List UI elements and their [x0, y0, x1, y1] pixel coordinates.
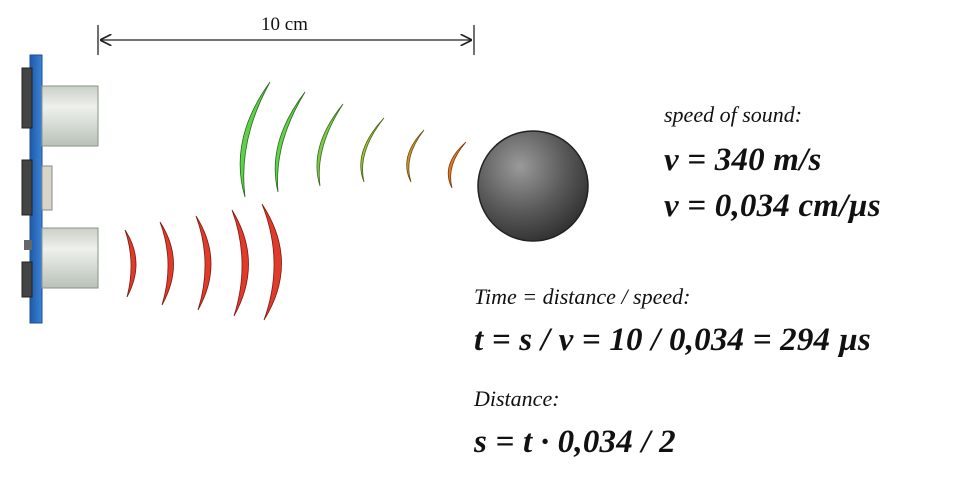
speed-equation-ms: v = 340 m/s [664, 142, 822, 178]
outgoing-wave-5 [261, 203, 282, 321]
echo-wave-3 [316, 103, 344, 187]
sensor-pin [24, 240, 32, 250]
distance-label: 10 cm [261, 14, 308, 35]
echo-wave-5 [406, 129, 425, 183]
echo-waves [239, 81, 467, 198]
outgoing-wave-4 [231, 209, 249, 317]
outgoing-wave-2 [159, 221, 174, 306]
echo-wave-6 [447, 141, 467, 189]
time-equation: t = s / v = 10 / 0,034 = 294 µs [474, 322, 871, 358]
distance-formula-label: Distance: [474, 386, 560, 411]
sensor-crystal [41, 165, 53, 211]
target-object [477, 130, 589, 242]
sensor-connector-mid [21, 159, 33, 216]
time-formula-label: Time = distance / speed: [474, 284, 691, 309]
transmitter-transducer [41, 85, 99, 147]
dimension-arrow [97, 25, 475, 55]
outgoing-wave-1 [124, 229, 137, 298]
outgoing-waves [124, 203, 282, 321]
receiver-transducer [41, 227, 99, 289]
echo-wave-2 [274, 91, 306, 193]
echo-wave-4 [360, 117, 385, 183]
distance-equation: s = t · 0,034 / 2 [474, 424, 676, 460]
speed-of-sound-label: speed of sound: [664, 102, 803, 127]
sensor-connector-bottom [21, 261, 33, 298]
ultrasonic-sensor [21, 54, 99, 324]
echo-wave-1 [239, 81, 271, 198]
outgoing-wave-3 [195, 215, 212, 311]
sensor-connector-top [21, 67, 33, 129]
speed-equation-cmus: v = 0,034 cm/µs [664, 188, 881, 224]
